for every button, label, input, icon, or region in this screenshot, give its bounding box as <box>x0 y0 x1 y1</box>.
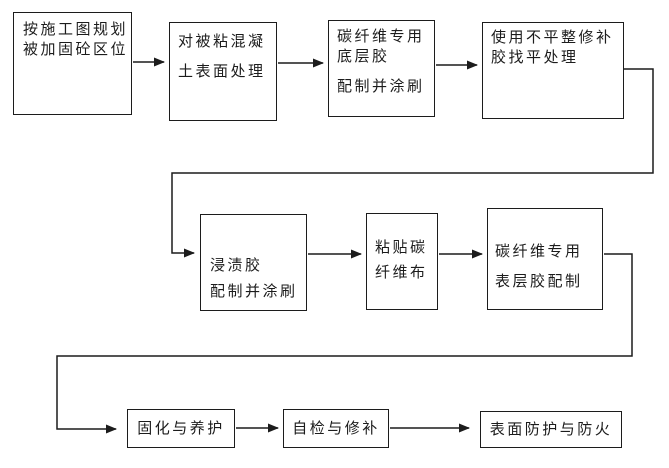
step-text: 按施工图规划 <box>23 21 129 38</box>
step-text: 自检与修补 <box>292 419 380 437</box>
step-box-surface-fire-protection: 表面防护与防火 <box>480 411 622 448</box>
step-box-plan-reinforced-zones: 按施工图规划 被加固砼区位 <box>13 12 132 115</box>
step-text: 碳纤维专用 <box>495 243 583 260</box>
step-text: 表面防护与防火 <box>489 420 613 438</box>
step-box-curing-maintenance: 固化与养护 <box>127 409 235 448</box>
step-text: 对被粘混凝 <box>178 33 266 50</box>
step-text: 粘贴碳 <box>375 239 428 256</box>
step-box-top-coat-adhesive: 碳纤维专用 表层胶配制 <box>487 208 603 310</box>
step-box-primer-adhesive: 碳纤维专用 底层胶 配制并涂刷 <box>328 20 435 117</box>
step-text: 浸渍胶 <box>210 257 263 274</box>
step-box-concrete-surface-treatment: 对被粘混凝 土表面处理 <box>169 22 277 121</box>
step-box-leveling-repair-adhesive: 使用不平整修补 胶找平处理 <box>482 22 624 119</box>
step-box-paste-carbon-fiber-cloth: 粘贴碳 纤维布 <box>366 213 438 310</box>
step-text: 纤维布 <box>375 264 428 281</box>
step-text: 胶找平处理 <box>491 49 579 66</box>
step-text: 配制并涂刷 <box>337 78 425 95</box>
step-box-impregnating-adhesive: 浸渍胶 配制并涂刷 <box>200 214 307 311</box>
step-text: 使用不平整修补 <box>491 29 614 46</box>
step-text: 表层胶配制 <box>495 273 583 290</box>
step-text: 固化与养护 <box>137 419 225 437</box>
step-text: 土表面处理 <box>178 63 266 80</box>
step-text: 碳纤维专用 <box>337 28 425 45</box>
step-text: 配制并涂刷 <box>210 283 298 300</box>
step-text: 底层胶 <box>337 48 390 65</box>
step-box-self-inspection-repair: 自检与修补 <box>283 409 389 448</box>
step-text: 被加固砼区位 <box>23 41 129 58</box>
